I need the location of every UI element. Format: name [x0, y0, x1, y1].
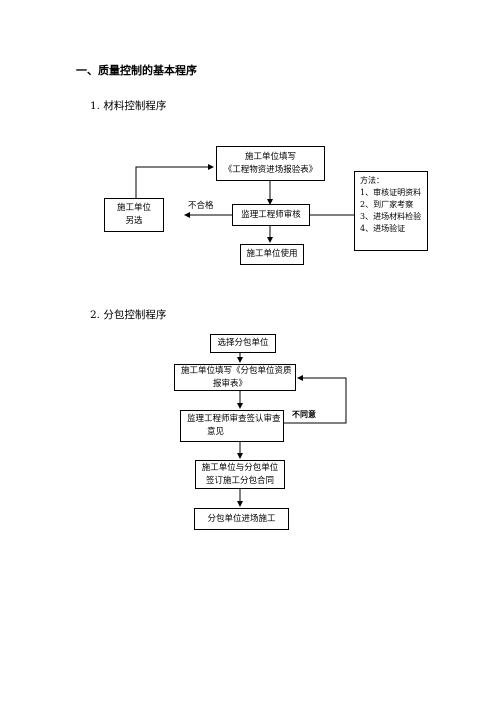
material-review-box: 监理工程师审核	[232, 204, 310, 226]
subcontract-select-box: 选择分包单位	[210, 334, 276, 353]
subcontract-heading: 2. 分包控制程序	[90, 309, 167, 321]
section-title: 一、质量控制的基本程序	[76, 64, 197, 77]
disagree-label: 不同意	[292, 410, 316, 419]
subcontract-fill-box: 施工单位填写《分包单位资质 报审表》	[174, 364, 296, 391]
subcontract-review-box: 监理工程师审查签认审查 意见	[180, 410, 284, 442]
material-heading: 1. 材料控制程序	[90, 100, 167, 112]
reject-label: 不合格	[188, 201, 214, 211]
material-fill-box: 施工单位填写 《工程物资进场报验表》	[216, 146, 325, 181]
method-box: 方法： 1、审核证明资料 2、到厂家考察 3、进场材料检验 4、进场验证	[354, 171, 428, 251]
subcontract-enter-box: 分包单位进场施工	[194, 508, 289, 530]
material-use-box: 施工单位使用	[240, 244, 304, 265]
material-reselect-box: 施工单位 另选	[104, 198, 164, 232]
subcontract-sign-box: 施工单位与分包单位 签订施工分包合同	[195, 460, 285, 489]
